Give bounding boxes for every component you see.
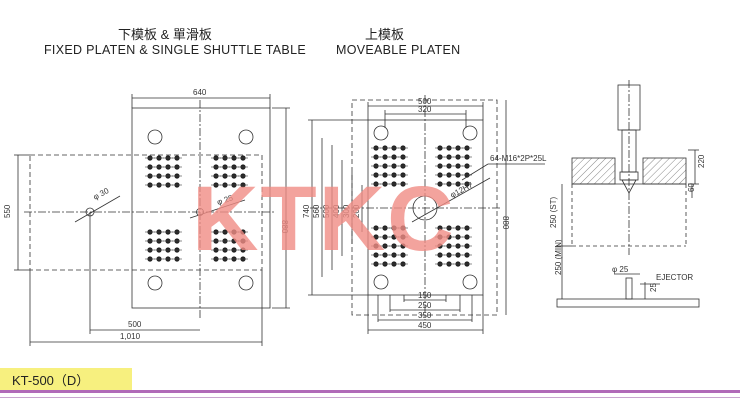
ktkc-watermark: KTKC bbox=[192, 168, 456, 270]
side-platen-right bbox=[642, 157, 687, 185]
fixed-platen-side bbox=[556, 298, 700, 308]
model-band bbox=[0, 368, 132, 390]
dim-320-top-label: 320 bbox=[418, 105, 432, 114]
moveable-platen-outline bbox=[367, 119, 484, 296]
left-title-en: FIXED PLATEN & SINGLE SHUTTLE TABLE bbox=[44, 43, 306, 57]
moveable-corner-hole-tl bbox=[373, 125, 389, 141]
left-title-cn: 下模板 & 單滑板 bbox=[118, 27, 212, 42]
moveable-corner-hole-tr bbox=[462, 125, 478, 141]
dim-640-label: 640 bbox=[193, 88, 207, 97]
dim-300-label: 300 bbox=[342, 204, 351, 218]
footer-rule-purple bbox=[0, 390, 740, 393]
dim-500-label: 500 bbox=[128, 320, 142, 329]
dim-500v-label: 500 bbox=[322, 204, 331, 218]
dim-1010-label: 1,010 bbox=[120, 332, 141, 341]
hole-30-label: φ 30 bbox=[92, 186, 111, 202]
dim-150-label: 150 bbox=[418, 291, 432, 300]
shuttle-table-outline bbox=[29, 154, 263, 271]
dim-60-label: 60 bbox=[687, 183, 696, 192]
right-title-en: MOVEABLE PLATEN bbox=[336, 43, 461, 57]
fixed-corner-hole-tr bbox=[238, 129, 254, 145]
bolt-note: 64-M16*2P*25L bbox=[490, 154, 547, 163]
dim-220-label: 220 bbox=[697, 154, 706, 168]
dim-740-label: 740 bbox=[302, 204, 311, 218]
dim-880-label: 880 bbox=[280, 220, 289, 234]
fixed-corner-hole-tl bbox=[147, 129, 163, 145]
dim-500-top-label: 500 bbox=[418, 97, 432, 106]
dim-560-label: 560 bbox=[312, 204, 321, 218]
dim-250-label: 250 bbox=[418, 301, 432, 310]
model-label: KT-500（D） bbox=[12, 373, 90, 388]
min-open-label: 250 (MIN) bbox=[554, 239, 563, 275]
dim-400-label: 400 bbox=[332, 204, 341, 218]
fixed-corner-hole-br bbox=[238, 275, 254, 291]
dim-200-label: 200 bbox=[352, 204, 361, 218]
moveable-corner-hole-br bbox=[462, 274, 478, 290]
ejector-dia-label: φ 25 bbox=[612, 265, 629, 274]
moveable-platen-tslot-holes bbox=[371, 145, 472, 267]
dim-450-label: 450 bbox=[418, 321, 432, 330]
stroke-label: 250 (ST) bbox=[549, 197, 558, 228]
fixed-corner-hole-bl bbox=[147, 275, 163, 291]
ejector-pin bbox=[625, 277, 633, 300]
footer-rule-thin bbox=[0, 397, 740, 398]
dim-880-right-label: 880 bbox=[501, 216, 510, 230]
fixed-platen-tslot-holes bbox=[145, 155, 248, 262]
right-title-cn: 上模板 bbox=[365, 27, 405, 42]
dim-550-label: 550 bbox=[3, 204, 12, 218]
side-platen-left bbox=[571, 157, 616, 185]
ejector-label: EJECTOR bbox=[656, 273, 693, 282]
dim-350-label: 350 bbox=[418, 311, 432, 320]
locating-hole-25 bbox=[196, 208, 204, 216]
ejector-len-label: 25 bbox=[649, 283, 658, 292]
moveable-corner-hole-bl bbox=[373, 274, 389, 290]
fixed-platen-outline bbox=[131, 107, 271, 309]
locating-hole-30 bbox=[85, 207, 95, 217]
